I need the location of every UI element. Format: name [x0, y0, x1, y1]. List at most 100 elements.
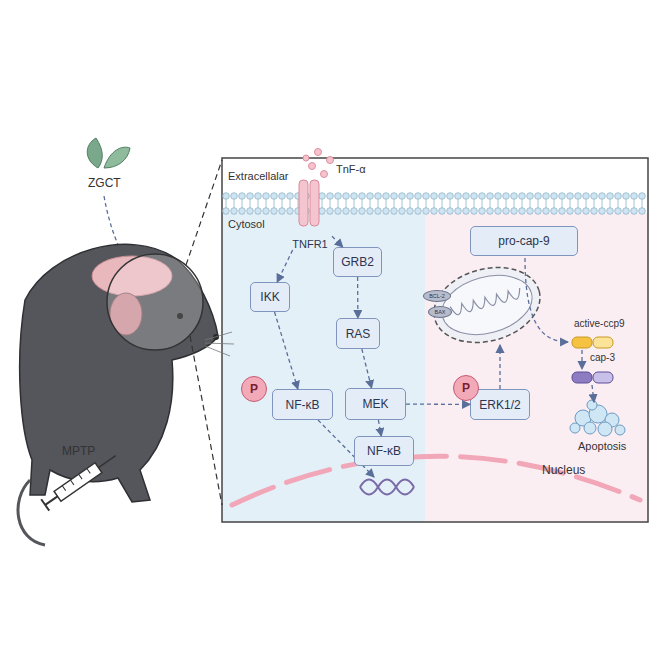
lipid-head — [319, 208, 326, 215]
lipid-head — [223, 208, 230, 215]
signal-arrow — [357, 277, 359, 318]
lipid-tail — [538, 199, 539, 208]
lipid-tail — [530, 199, 531, 208]
lipid-head — [287, 208, 294, 215]
lipid-head — [591, 193, 598, 200]
lipid-head — [527, 208, 534, 215]
lipid-head — [431, 208, 438, 215]
lipid-head — [439, 193, 446, 200]
mouse-illustration — [20, 244, 218, 502]
lipid-head — [359, 193, 366, 200]
node-label: P — [250, 382, 258, 396]
panel — [222, 158, 648, 522]
lipid-tail — [322, 199, 323, 208]
syringe — [41, 499, 49, 510]
lipid-tail — [338, 199, 339, 208]
lipid-head — [247, 208, 254, 215]
protein-box: NF-κB — [272, 389, 333, 420]
lipid-head — [479, 193, 486, 200]
lipid-head — [455, 193, 462, 200]
lipid-head — [375, 208, 382, 215]
lipid-tail — [226, 199, 227, 208]
pathway-arrow — [525, 258, 568, 342]
syringe — [41, 450, 119, 511]
text-label: ZGCT — [88, 176, 121, 190]
apoptotic-bodies — [570, 423, 580, 433]
lipid-tail — [570, 199, 571, 208]
lipid-head — [287, 193, 294, 200]
tnf-ligand — [303, 149, 334, 178]
lipid-tail — [402, 199, 403, 208]
lipid-head — [263, 193, 270, 200]
caspase9-active — [572, 337, 613, 348]
node-label: BCL-2 — [429, 293, 445, 299]
lipid-head — [511, 208, 518, 215]
lipid-head — [255, 193, 262, 200]
text-label: active-ccp9 — [574, 318, 625, 329]
lipid-head — [519, 208, 526, 215]
lipid-head — [367, 208, 374, 215]
lipid-tail — [410, 199, 411, 208]
lipid-head — [623, 193, 630, 200]
lipid-head — [503, 193, 510, 200]
pathway-arrow — [499, 345, 500, 389]
node-label: pro-cap-9 — [498, 234, 549, 248]
lipid-head — [471, 208, 478, 215]
signal-arrow — [277, 250, 292, 282]
tnf-ligand — [303, 155, 309, 161]
lipid-head — [487, 208, 494, 215]
apoptotic-bodies — [615, 425, 625, 435]
lipid-head — [407, 208, 414, 215]
lipid-tail — [586, 199, 587, 208]
lipid-head — [343, 208, 350, 215]
node-label: NF-κB — [367, 444, 401, 458]
lipid-tail — [258, 199, 259, 208]
lipid-tail — [298, 199, 299, 208]
pathway-arrow — [104, 196, 594, 477]
lipid-head — [519, 193, 526, 200]
node-label: RAS — [346, 327, 371, 341]
lipid-head — [327, 193, 334, 200]
mitochondrion — [426, 256, 549, 353]
nuclear-envelope — [232, 456, 640, 505]
text-label: Cytosol — [228, 218, 265, 230]
lipid-tail — [626, 199, 627, 208]
lipid-tail — [418, 199, 419, 208]
protein-box: GRB2 — [333, 247, 382, 277]
receptor-shape — [299, 180, 319, 226]
lipid-tail — [234, 199, 235, 208]
lipid-head — [423, 208, 430, 215]
lipid-tail — [378, 199, 379, 208]
lipid-tail — [354, 199, 355, 208]
lipid-tail — [426, 199, 427, 208]
lipid-head — [391, 193, 398, 200]
signal-arrow — [332, 236, 343, 247]
lipid-head — [583, 193, 590, 200]
zoom-lines — [186, 160, 222, 505]
herb-leaves — [104, 147, 130, 168]
node-label: NF-κB — [286, 398, 320, 412]
protein-box: RAS — [336, 318, 380, 349]
syringe — [45, 496, 57, 505]
lipid-head — [239, 193, 246, 200]
phospho-circle: P — [453, 375, 479, 401]
lipid-tail — [506, 199, 507, 208]
lipid-head — [615, 193, 622, 200]
node-label: TNFR1 — [292, 238, 327, 250]
lipid-head — [407, 193, 414, 200]
node-label: IKK — [260, 290, 279, 304]
protein-box: NF-κB — [354, 436, 414, 466]
mouse-illustration — [18, 244, 234, 545]
caspase3 — [572, 372, 613, 383]
lipid-tail — [642, 199, 643, 208]
text-label: TnF-α — [336, 163, 366, 175]
lipid-head — [487, 193, 494, 200]
lipid-tail — [250, 199, 251, 208]
lipid-head — [271, 208, 278, 215]
syringe — [98, 456, 115, 468]
lipid-head — [567, 208, 574, 215]
mitochondrion — [426, 256, 549, 353]
tnf-ligand — [321, 171, 328, 178]
herb-leaves — [87, 138, 102, 168]
zoom-lines — [186, 160, 222, 265]
